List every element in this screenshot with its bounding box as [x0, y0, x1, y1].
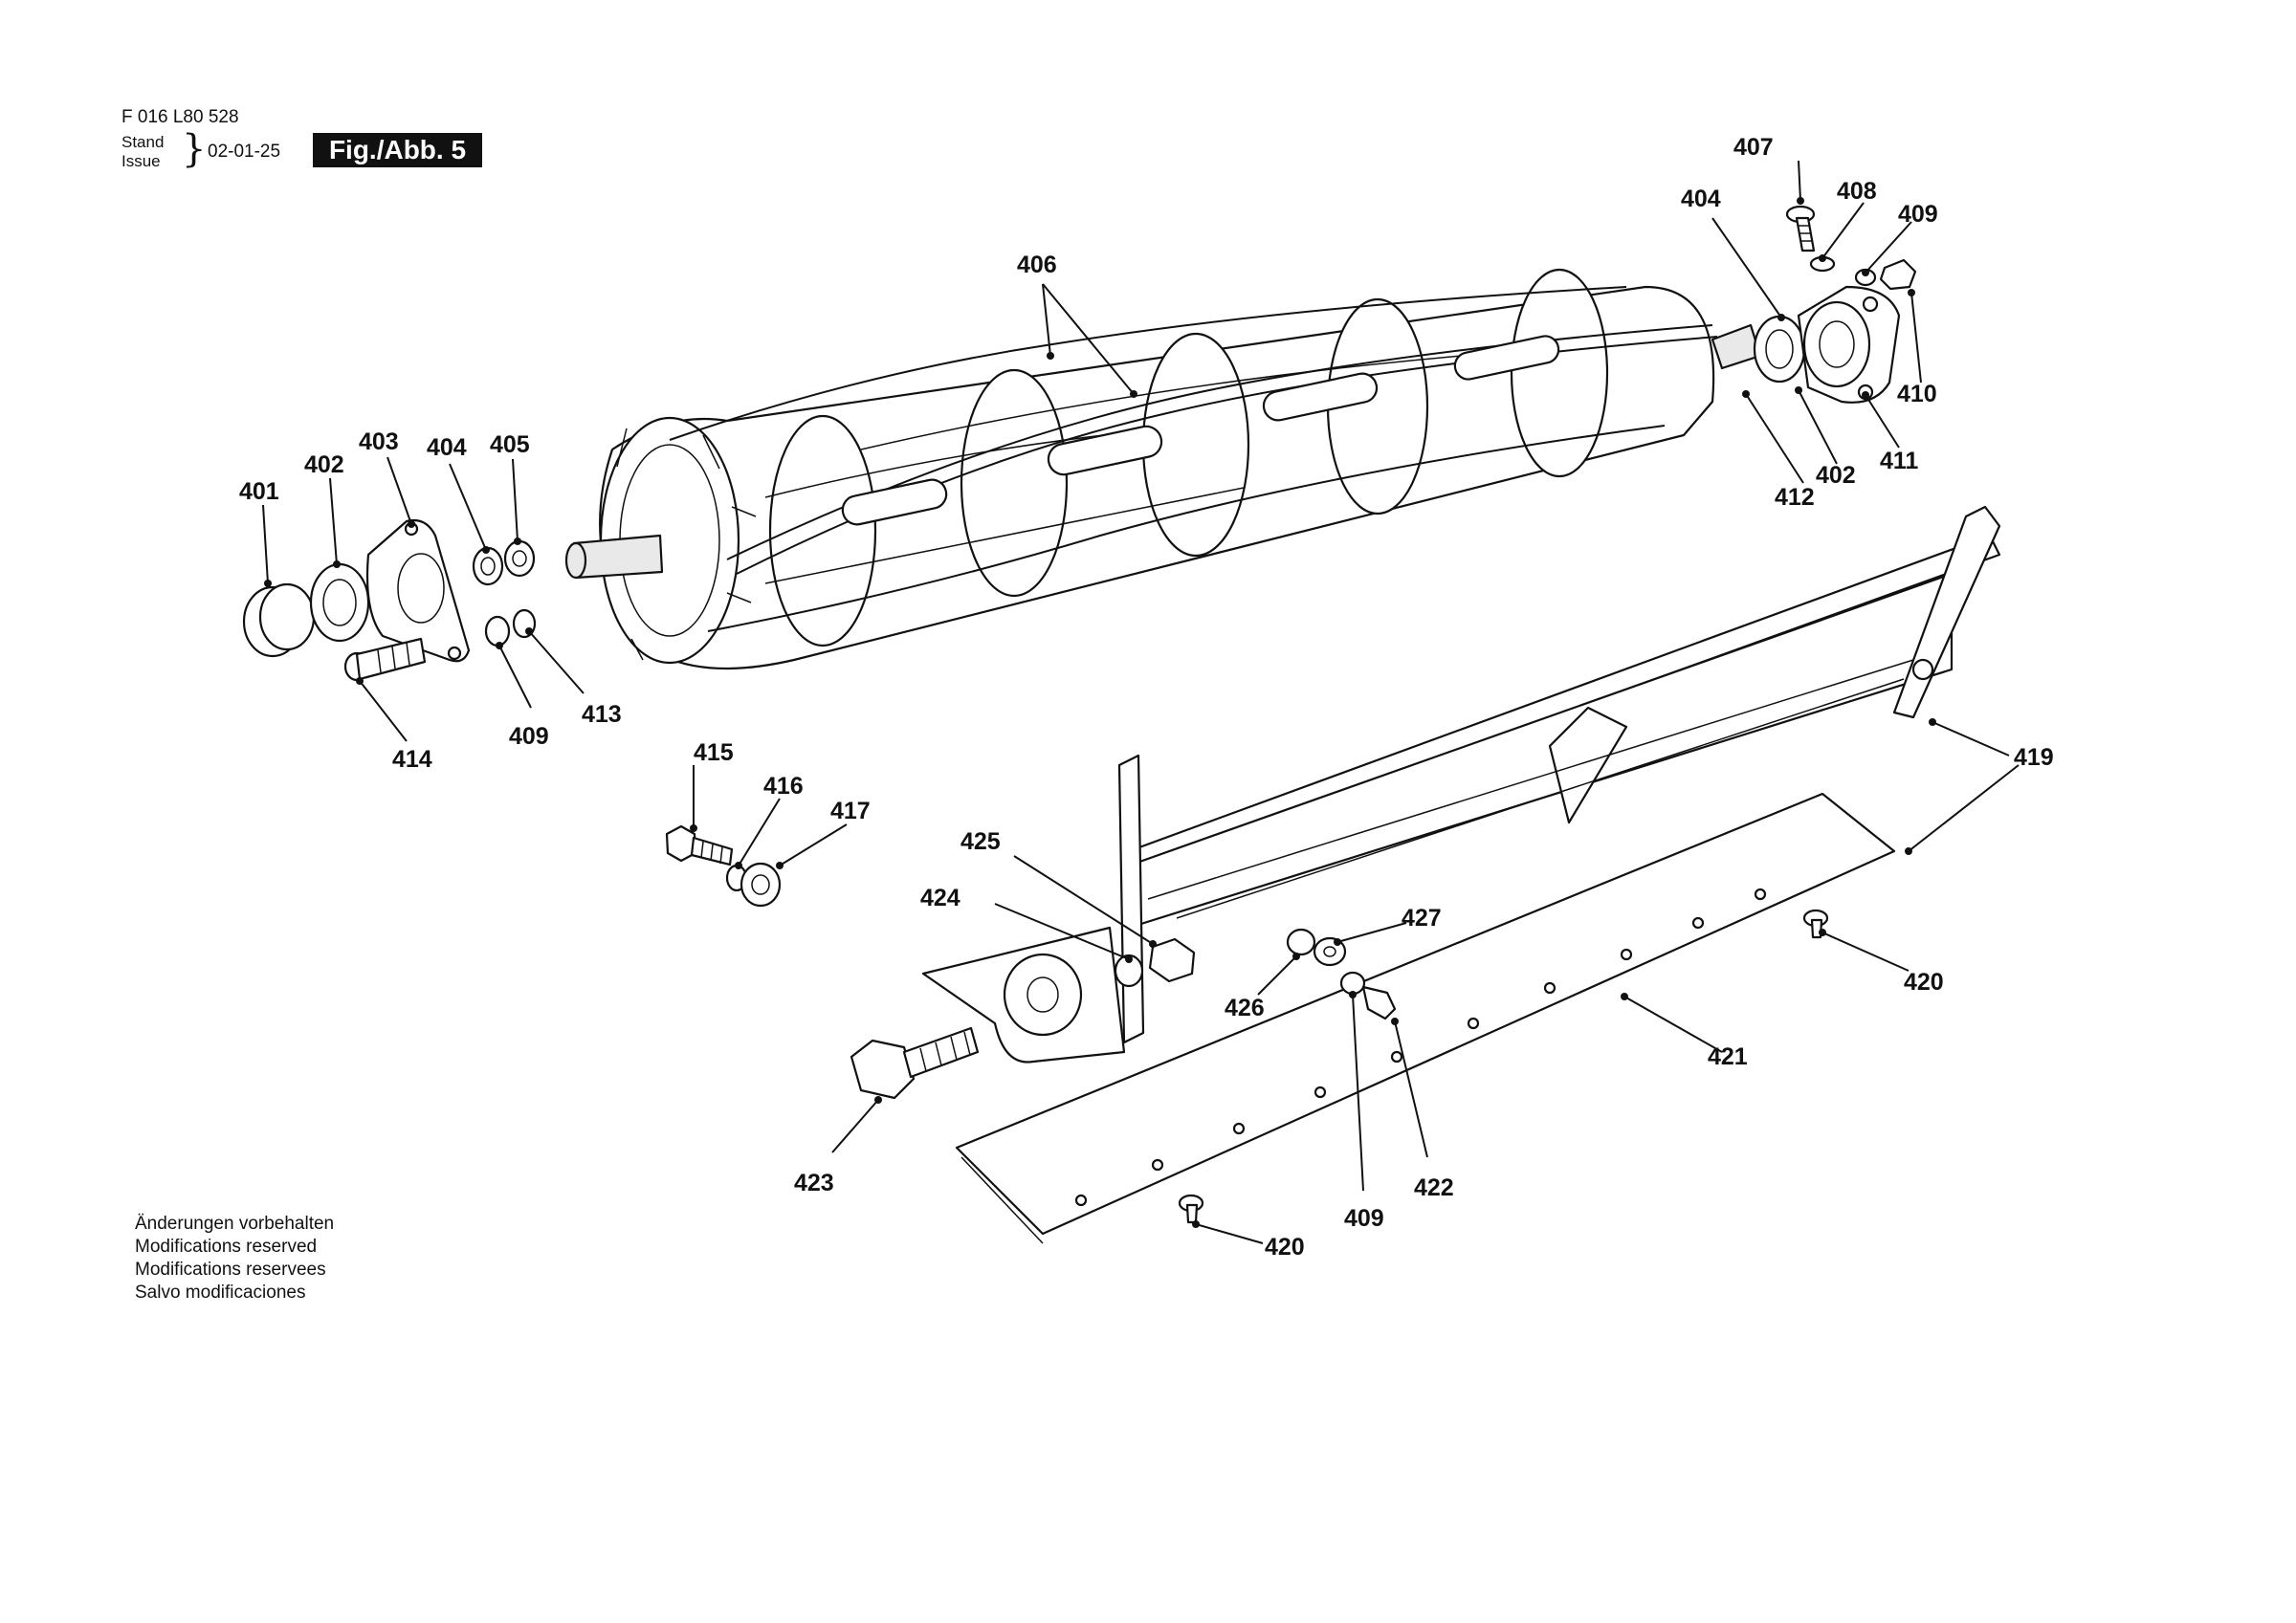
document-number: F 016 L80 528 — [121, 107, 239, 127]
callout-404: 404 — [427, 434, 467, 461]
cutting-cylinder — [564, 268, 1718, 669]
callout-404-right: 404 — [1681, 186, 1721, 212]
callout-406: 406 — [1017, 252, 1057, 278]
callout-408: 408 — [1837, 178, 1877, 205]
callout-420-bottom: 420 — [1265, 1234, 1305, 1261]
callout-417: 417 — [830, 798, 871, 824]
callout-425: 425 — [960, 828, 1001, 855]
brace-glyph: } — [182, 127, 207, 171]
note-french: Modifications reservees — [135, 1260, 326, 1280]
bedknife — [955, 792, 1896, 1244]
note-german: Änderungen vorbehalten — [135, 1214, 335, 1234]
callout-415: 415 — [694, 739, 734, 766]
callout-410: 410 — [1897, 381, 1937, 407]
callout-405: 405 — [490, 431, 530, 458]
callout-407: 407 — [1733, 134, 1774, 161]
callout-409-right: 409 — [1898, 201, 1938, 228]
modification-notes: Änderungen vorbehalten Modifications res… — [135, 1213, 334, 1305]
callout-403: 403 — [359, 428, 399, 455]
right-bearing-assembly — [1711, 205, 1917, 404]
callout-402-right: 402 — [1816, 462, 1856, 489]
issue-label: Issue — [121, 152, 161, 170]
callout-401: 401 — [239, 478, 279, 505]
figure-label: Fig./Abb. 5 — [313, 133, 482, 167]
leader-lines — [262, 160, 2020, 1244]
left-bearing-assembly — [242, 518, 537, 682]
stand-label: Stand — [121, 133, 165, 151]
callout-423: 423 — [794, 1170, 834, 1196]
bolt-set-415-417 — [665, 824, 782, 908]
callout-421: 421 — [1708, 1043, 1748, 1070]
callout-413: 413 — [582, 701, 622, 728]
callout-426: 426 — [1225, 995, 1265, 1021]
bedknife-screws-and-washers — [850, 909, 1829, 1224]
callout-411: 411 — [1880, 448, 1918, 474]
callout-419: 419 — [2014, 744, 2054, 771]
callout-409-bottom: 409 — [1344, 1205, 1384, 1232]
callout-422: 422 — [1414, 1174, 1454, 1201]
callout-labels: 401 402 403 404 405 406 407 404 408 409 … — [239, 134, 2054, 1261]
note-spanish: Salvo modificaciones — [135, 1283, 306, 1303]
callout-427: 427 — [1402, 905, 1442, 932]
callout-420-right: 420 — [1904, 969, 1944, 996]
callout-402: 402 — [304, 451, 344, 478]
callout-424: 424 — [920, 885, 960, 911]
callout-412: 412 — [1775, 484, 1815, 511]
callout-416: 416 — [763, 773, 804, 800]
bed-frame — [921, 505, 2001, 1064]
callout-409-left: 409 — [509, 723, 549, 750]
issue-date: 02-01-25 — [208, 142, 281, 162]
note-english: Modifications reserved — [135, 1237, 318, 1257]
callout-414: 414 — [392, 746, 432, 773]
